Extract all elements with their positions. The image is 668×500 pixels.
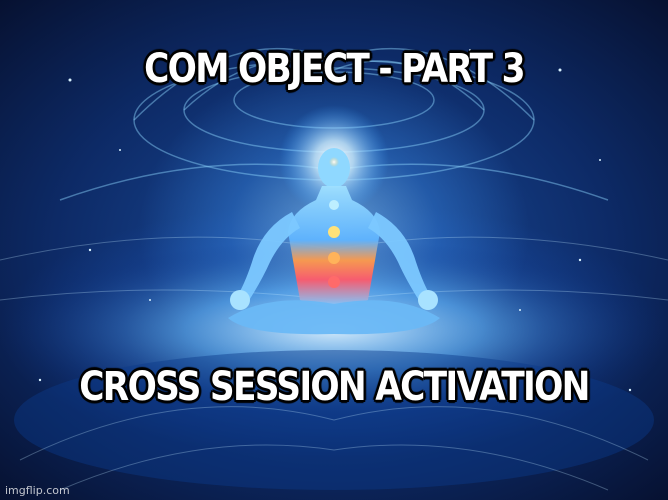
bottom-caption: CROSS SESSION ACTIVATION bbox=[79, 364, 590, 410]
watermark: imgflip.com bbox=[5, 484, 70, 497]
top-caption: COM OBJECT - PART 3 bbox=[144, 46, 525, 92]
